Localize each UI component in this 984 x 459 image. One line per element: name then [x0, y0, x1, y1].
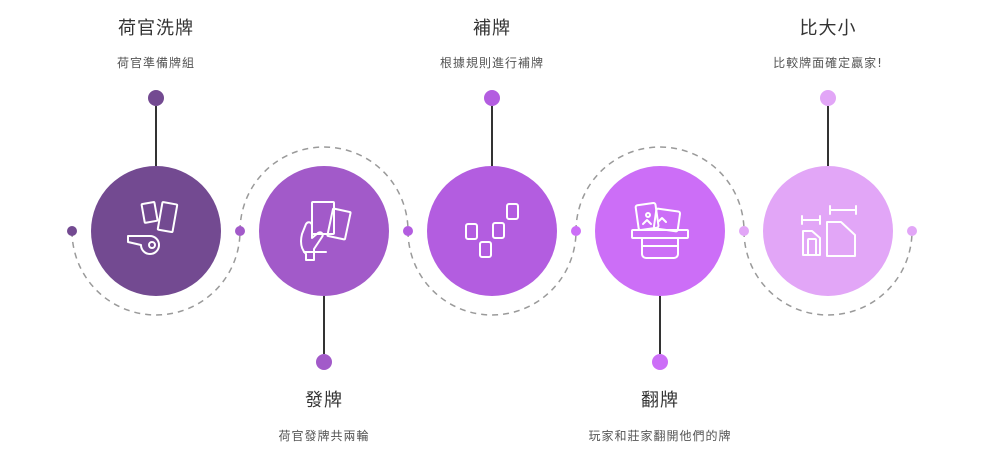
- hand-cards-icon: [300, 201, 352, 261]
- step-4-description: 玩家和莊家翻開他們的牌: [588, 429, 732, 443]
- step-3-title: 補牌: [473, 18, 511, 39]
- step-2-description: 荷官發牌共兩輪: [278, 429, 370, 443]
- junction-dot: [571, 226, 581, 236]
- step-1: [91, 90, 221, 296]
- step-2-node-dot: [316, 354, 332, 370]
- step-1-node-dot: [148, 90, 164, 106]
- step-1-description: 荷官準備牌組: [116, 56, 196, 70]
- step-3-node-dot: [484, 90, 500, 106]
- compare-cards-icon: [801, 205, 857, 257]
- step-3-description: 根據規則進行補牌: [439, 56, 545, 70]
- step-2-title: 發牌: [305, 390, 343, 411]
- step-5-description: 比較牌面確定贏家!: [773, 56, 883, 70]
- step-5-node-dot: [820, 90, 836, 106]
- step-5-title: 比大小: [799, 18, 857, 39]
- step-5: [763, 90, 893, 296]
- junction-dot: [67, 226, 77, 236]
- dashed-connector-path: [67, 146, 917, 316]
- step-1-circle: [91, 166, 221, 296]
- step-3: [427, 90, 557, 296]
- flip-cards-icon: [631, 201, 689, 259]
- whistle-cards-icon: [127, 201, 179, 255]
- stem-lines: [155, 106, 829, 354]
- junction-dot: [907, 226, 917, 236]
- step-4-title: 翻牌: [641, 390, 679, 411]
- step-1-title: 荷官洗牌: [118, 18, 194, 39]
- junction-dot: [235, 226, 245, 236]
- step-4-node-dot: [652, 354, 668, 370]
- junction-dot: [403, 226, 413, 236]
- step-4: [595, 166, 725, 370]
- junction-dot: [739, 226, 749, 236]
- step-2: [259, 166, 389, 370]
- card-stack-icon: [465, 203, 519, 258]
- step-2-circle: [259, 166, 389, 296]
